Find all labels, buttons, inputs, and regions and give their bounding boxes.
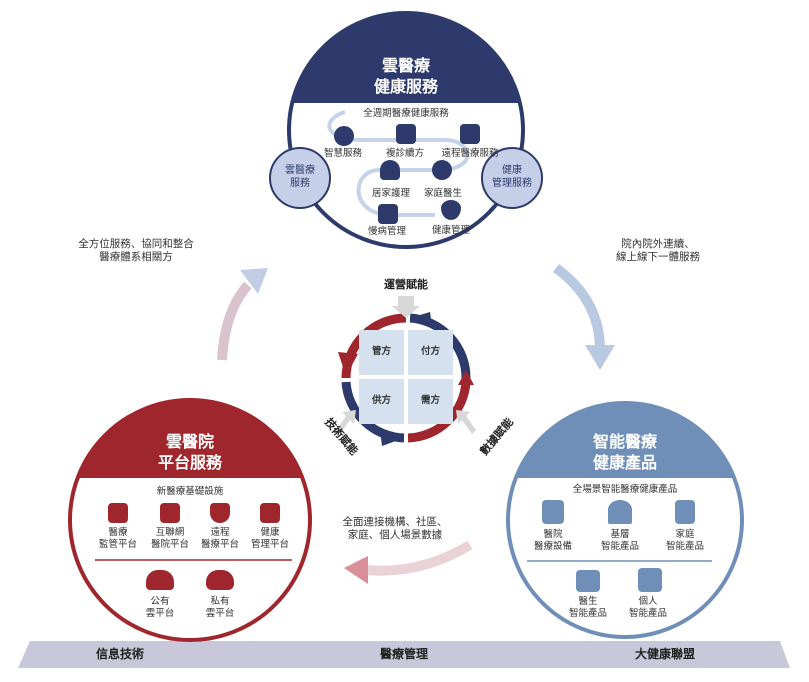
device-wifi-icon [675, 500, 695, 524]
doctor-icon [432, 160, 452, 180]
quadrant-demand: 需方 [420, 395, 440, 406]
prescription-icon [396, 124, 416, 144]
annotation-right: 院內院外連續、線上線下一體服務 [616, 238, 700, 264]
item-private-cloud: 私有雲平台 [205, 596, 235, 619]
quadrant-payer: 付方 [420, 346, 440, 357]
right-badge-circle [481, 147, 543, 209]
annotation-left: 全方位服務、協同和整合醫療體系相關方 [78, 238, 194, 264]
item-health-platform: 健康管理平台 [250, 527, 289, 550]
item-chronic: 慢病管理 [367, 226, 406, 237]
clipboard-icon [378, 204, 398, 224]
left-subtitle: 新醫療基礎設施 [156, 486, 224, 497]
medical-kit-icon [576, 570, 600, 592]
item-primary-products: 基層智能產品 [600, 529, 639, 552]
right-input-arrow [456, 410, 476, 434]
shield-icon [210, 503, 230, 523]
item-internet-hospital: 互聯網醫院平台 [150, 527, 189, 550]
right-title: 智能醫療健康產品 [592, 432, 657, 472]
item-followup: 複診續方 [385, 148, 424, 159]
windows-stack-icon [638, 568, 662, 592]
item-doctor-products: 醫生智能產品 [568, 596, 607, 619]
building-icon [260, 503, 280, 523]
microscope-icon [542, 500, 564, 524]
arrow-bottom-left [364, 540, 473, 576]
arrow-left-up [217, 281, 252, 361]
plus-icon [334, 126, 354, 146]
left-badge-circle [269, 147, 331, 209]
footer-band [18, 641, 790, 668]
footer-it: 信息技術 [95, 647, 144, 661]
top-title: 雲醫療健康服務 [373, 56, 438, 96]
center-cycle [336, 296, 476, 446]
bank-icon [108, 503, 128, 523]
item-health-mgmt: 健康管理 [431, 225, 470, 236]
annotation-bottom: 全面連接機構、社區、家庭、個人場景數據 [342, 516, 448, 542]
item-hospital-devices: 醫院醫療設備 [533, 529, 572, 552]
item-telemedicine: 遠程醫療服務 [441, 148, 499, 159]
quadrant-regulator: 管方 [371, 346, 391, 357]
arrow-right-down [553, 263, 605, 351]
label-operations: 運營賦能 [384, 278, 428, 291]
item-home-care: 居家護理 [371, 188, 410, 199]
item-smart-service: 智慧服務 [323, 148, 362, 159]
lock-cloud-icon [206, 570, 234, 590]
right-badge: 健康管理服務 [492, 165, 532, 189]
item-remote: 遠程醫療平台 [200, 527, 239, 550]
item-personal-products: 個人智能產品 [628, 596, 667, 619]
top-subtitle: 全週期醫療健康服務 [363, 108, 449, 119]
hospital-icon [160, 503, 180, 523]
footer-medical-mgmt: 醫療管理 [379, 647, 428, 661]
top-input-arrow [392, 296, 420, 318]
service-path [327, 110, 470, 217]
left-input-arrow [336, 410, 356, 434]
item-family-doctor: 家庭醫生 [423, 188, 462, 199]
footer-alliance: 大健康聯盟 [634, 647, 695, 661]
left-title: 雲醫院平台服務 [157, 432, 222, 472]
item-regulation: 醫療監管平台 [98, 527, 137, 550]
right-subtitle: 全場景智能醫療健康產品 [572, 484, 678, 495]
home-icon [608, 500, 632, 524]
heart-plus-icon [441, 200, 461, 220]
cloud-icon [146, 570, 174, 590]
monitor-icon [460, 124, 480, 144]
item-home-products: 家庭智能產品 [665, 529, 704, 552]
left-badge: 雲醫療服務 [285, 165, 315, 189]
item-public-cloud: 公有雲平台 [145, 596, 175, 619]
care-hands-icon [380, 160, 400, 180]
quadrant-provider: 供方 [371, 395, 391, 406]
